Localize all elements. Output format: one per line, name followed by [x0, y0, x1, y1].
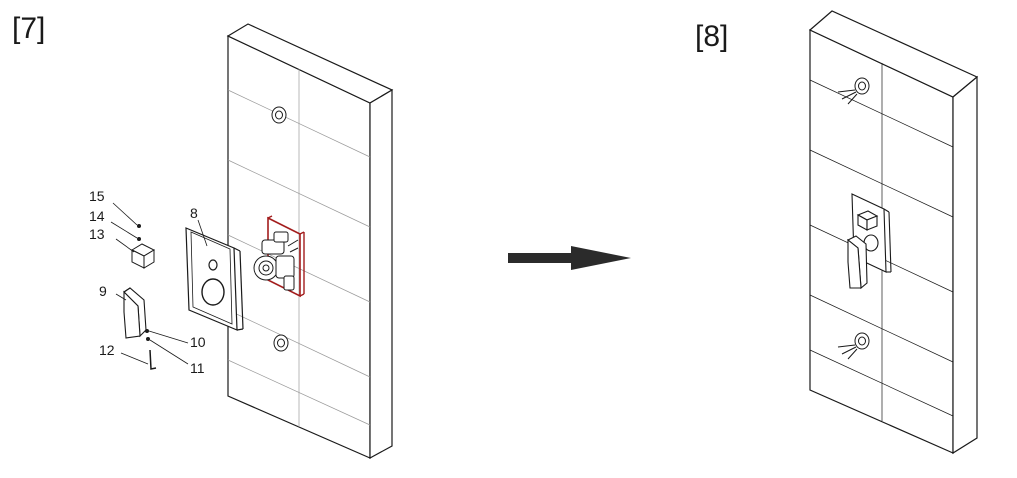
- handle-cap-13: [130, 243, 156, 269]
- small-screw-11: [146, 337, 150, 341]
- callout-11: 11: [190, 360, 205, 376]
- cover-plate: [185, 227, 244, 331]
- outlet-bottom-step8: [837, 332, 870, 360]
- outlet-top-step7: [271, 106, 287, 124]
- small-screw-14: [137, 237, 141, 241]
- callout-14: 14: [89, 208, 105, 224]
- step-7-label: [7]: [12, 12, 46, 45]
- lever-handle-9: [123, 287, 147, 339]
- callout-10: 10: [190, 334, 206, 350]
- callout-labels: 15 14 13 8 9 10 12 11: [89, 188, 206, 376]
- wall-panel-step7: [226, 23, 394, 460]
- right-arrow-icon: [508, 246, 631, 270]
- callout-12: 12: [99, 342, 115, 358]
- tile-grid-step7: [227, 69, 371, 427]
- outlet-top-step8: [837, 77, 870, 105]
- outlet-bottom-step7: [273, 334, 289, 352]
- hex-key-12: [149, 349, 157, 370]
- callout-leaders: [110, 202, 208, 365]
- valve-body: [253, 231, 299, 291]
- wall-panel-step8: [808, 10, 979, 455]
- callout-15: 15: [89, 188, 105, 204]
- installed-mixer: [846, 193, 892, 290]
- small-screw-15: [137, 224, 141, 228]
- callout-9: 9: [99, 283, 107, 299]
- callout-8: 8: [190, 205, 198, 221]
- small-screw-10: [145, 329, 149, 333]
- callout-13: 13: [89, 226, 105, 242]
- step-8-label: [8]: [695, 20, 729, 53]
